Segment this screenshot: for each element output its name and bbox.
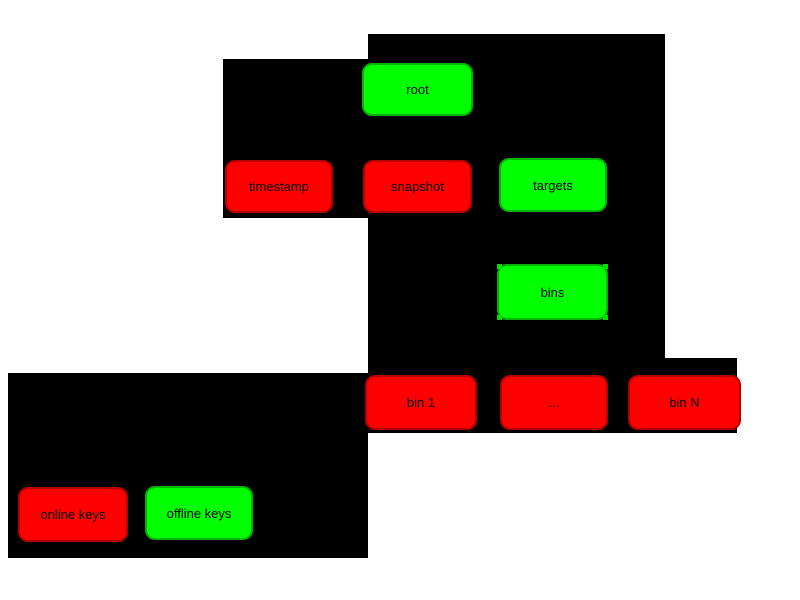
selection-corner-mark [603,264,608,269]
node-targets[interactable]: targets [499,158,607,212]
node-offline-keys[interactable]: offline keys [145,486,253,540]
node-label: timestamp [249,179,309,194]
node-bin-n[interactable]: bin N [628,375,741,430]
node-label: offline keys [166,505,232,521]
node-bin-1[interactable]: bin 1 [365,375,477,430]
node-label: online keys [40,507,106,522]
node-label: ... [548,395,560,410]
node-bin-ellipsis[interactable]: ... [500,375,608,430]
node-label: root [406,82,429,97]
selection-corner-mark [603,315,608,320]
node-snapshot[interactable]: snapshot [363,160,472,213]
node-root[interactable]: root [362,63,473,116]
node-bins[interactable]: bins [497,264,608,320]
node-label: bins [540,284,565,300]
node-label: targets [533,177,573,193]
node-timestamp[interactable]: timestamp [225,160,333,213]
node-label: snapshot [391,179,444,194]
node-label: bin 1 [406,395,436,410]
selection-corner-mark [497,315,502,320]
selection-corner-mark [497,264,502,269]
node-online-keys[interactable]: online keys [18,487,128,542]
node-label: bin N [669,395,700,410]
